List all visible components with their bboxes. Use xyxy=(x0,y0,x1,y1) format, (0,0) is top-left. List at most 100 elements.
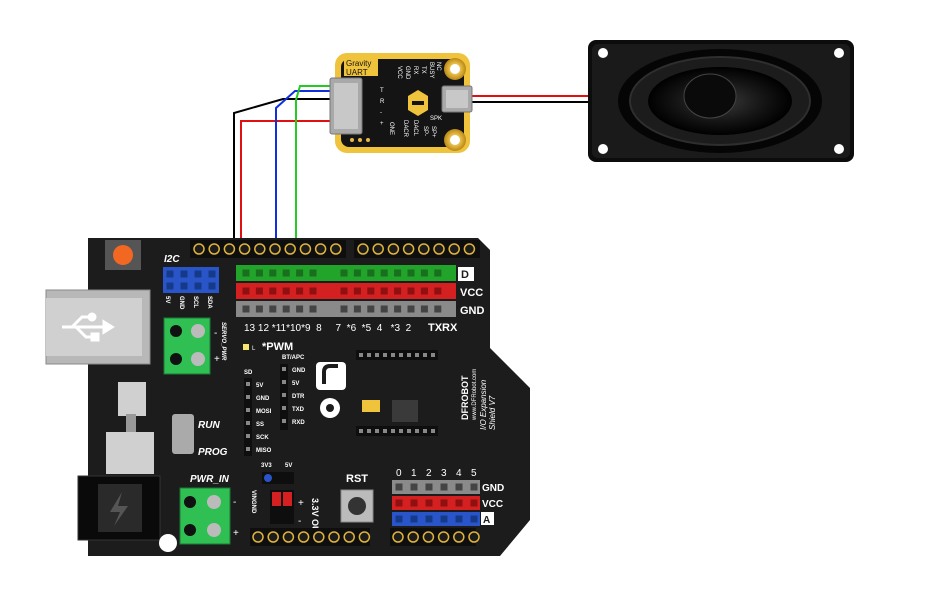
analog-rail-gnd: GND xyxy=(482,483,504,494)
header-pin xyxy=(246,382,250,386)
header-pin xyxy=(387,243,400,255)
rail-socket xyxy=(407,269,415,277)
bottom-label-one: ONE xyxy=(388,122,394,135)
rail-socket xyxy=(282,269,290,277)
header-pin xyxy=(463,243,476,255)
rail-socket xyxy=(296,287,304,295)
rail-socket xyxy=(208,282,216,290)
sd-pin-ss: SS xyxy=(256,422,264,428)
rail-socket xyxy=(425,515,433,523)
analog-num-3: 3 xyxy=(441,468,447,479)
side-mark-minus: - xyxy=(380,110,382,116)
analog-rail-red xyxy=(392,496,480,510)
header-pin xyxy=(246,434,250,438)
analog-num-4: 4 xyxy=(456,468,462,479)
header-pin xyxy=(407,531,419,543)
pwr-minus: - xyxy=(233,497,236,508)
voice-module: Gravity UART VCC GND RX TX BUSY NC T R -… xyxy=(329,53,473,153)
analog-rail-blue xyxy=(392,512,480,526)
header-pin xyxy=(359,429,363,433)
bt-pin-dtr: DTR xyxy=(292,394,305,400)
servo-pwr-label: SERVO_PWR xyxy=(220,322,226,361)
rail-socket xyxy=(380,305,388,313)
rail-socket xyxy=(269,269,277,277)
header-pin xyxy=(383,429,387,433)
header-pin xyxy=(392,531,404,543)
header-pin xyxy=(282,406,286,410)
rail-socket xyxy=(394,287,402,295)
header-pin xyxy=(284,243,296,255)
header-pin xyxy=(357,243,369,255)
header-pin xyxy=(330,243,342,255)
run-label: RUN xyxy=(198,420,220,431)
rail-socket xyxy=(410,515,418,523)
analog-rail-vcc: VCC xyxy=(482,499,503,510)
rail-socket xyxy=(425,483,433,491)
wire-green xyxy=(295,85,335,268)
header-pin xyxy=(254,243,266,255)
module-brand-line2: UART xyxy=(346,68,368,77)
module-brand-line1: Gravity xyxy=(346,59,371,68)
i2c-pin-5v: 5V xyxy=(164,296,170,303)
rail-socket xyxy=(309,305,317,313)
rail-socket xyxy=(420,269,428,277)
rst-button[interactable] xyxy=(340,489,374,523)
pin-label-busy: BUSY xyxy=(428,62,434,78)
rail-socket xyxy=(296,269,304,277)
analog-num-0: 0 xyxy=(396,468,402,479)
power-in-terminal xyxy=(179,487,231,545)
header-pin xyxy=(252,531,264,543)
header-pin xyxy=(391,353,395,357)
rail-socket xyxy=(242,269,250,277)
run-prog-switch[interactable] xyxy=(172,414,194,454)
header-pin xyxy=(358,531,371,543)
rail-socket xyxy=(296,305,304,313)
rail-socket xyxy=(470,499,478,507)
pin-label-gnd: GND xyxy=(404,66,410,80)
brand-url: www.DFRobot.com xyxy=(472,369,478,421)
sd-pin-sck: SCK xyxy=(256,435,269,441)
header-pin xyxy=(282,367,286,371)
rail-socket xyxy=(455,499,463,507)
rail-socket xyxy=(407,287,415,295)
pwr-in-label: PWR_IN xyxy=(190,474,230,485)
header-pin xyxy=(246,421,250,425)
rail-socket xyxy=(440,499,448,507)
header-pin xyxy=(238,243,251,255)
header-pin xyxy=(223,243,236,255)
rail-socket xyxy=(380,269,388,277)
bottom-label-dacr: DACR xyxy=(402,120,408,138)
bt-pin-txd: TXD xyxy=(292,407,305,413)
side-mark-r: R xyxy=(380,99,385,105)
header-pin xyxy=(246,395,250,399)
power-bolt-icon xyxy=(110,492,128,526)
rail-label-vcc: VCC xyxy=(460,287,483,299)
rst-label: RST xyxy=(346,473,368,485)
rail-socket xyxy=(380,287,388,295)
header-pin xyxy=(437,531,450,543)
rail-socket xyxy=(395,499,403,507)
header-pin xyxy=(431,353,435,357)
reset-button-top[interactable] xyxy=(113,245,133,265)
header-pin xyxy=(375,353,379,357)
sd-pin-gnd: GND xyxy=(256,396,270,402)
analog-num-2: 2 xyxy=(426,468,432,479)
rail-socket xyxy=(282,305,290,313)
rail-socket xyxy=(434,305,442,313)
mount-hole xyxy=(834,48,844,58)
analog-rail-a-box xyxy=(481,512,494,525)
header-pin xyxy=(431,429,435,433)
speaker-cone-icon xyxy=(683,73,737,119)
rail-socket xyxy=(242,305,250,313)
rail-socket xyxy=(425,499,433,507)
bottom-label-dacl: DACL xyxy=(412,120,418,137)
rail-socket xyxy=(340,305,348,313)
i2c-pin-sda: SDA xyxy=(206,296,212,309)
i2c-pin-gnd: GND xyxy=(178,296,184,310)
header-pin xyxy=(383,353,387,357)
rail-socket xyxy=(434,269,442,277)
header-pin xyxy=(208,243,220,255)
rail-socket xyxy=(309,287,317,295)
out-minus: - xyxy=(298,516,301,527)
wire-black xyxy=(233,98,335,300)
